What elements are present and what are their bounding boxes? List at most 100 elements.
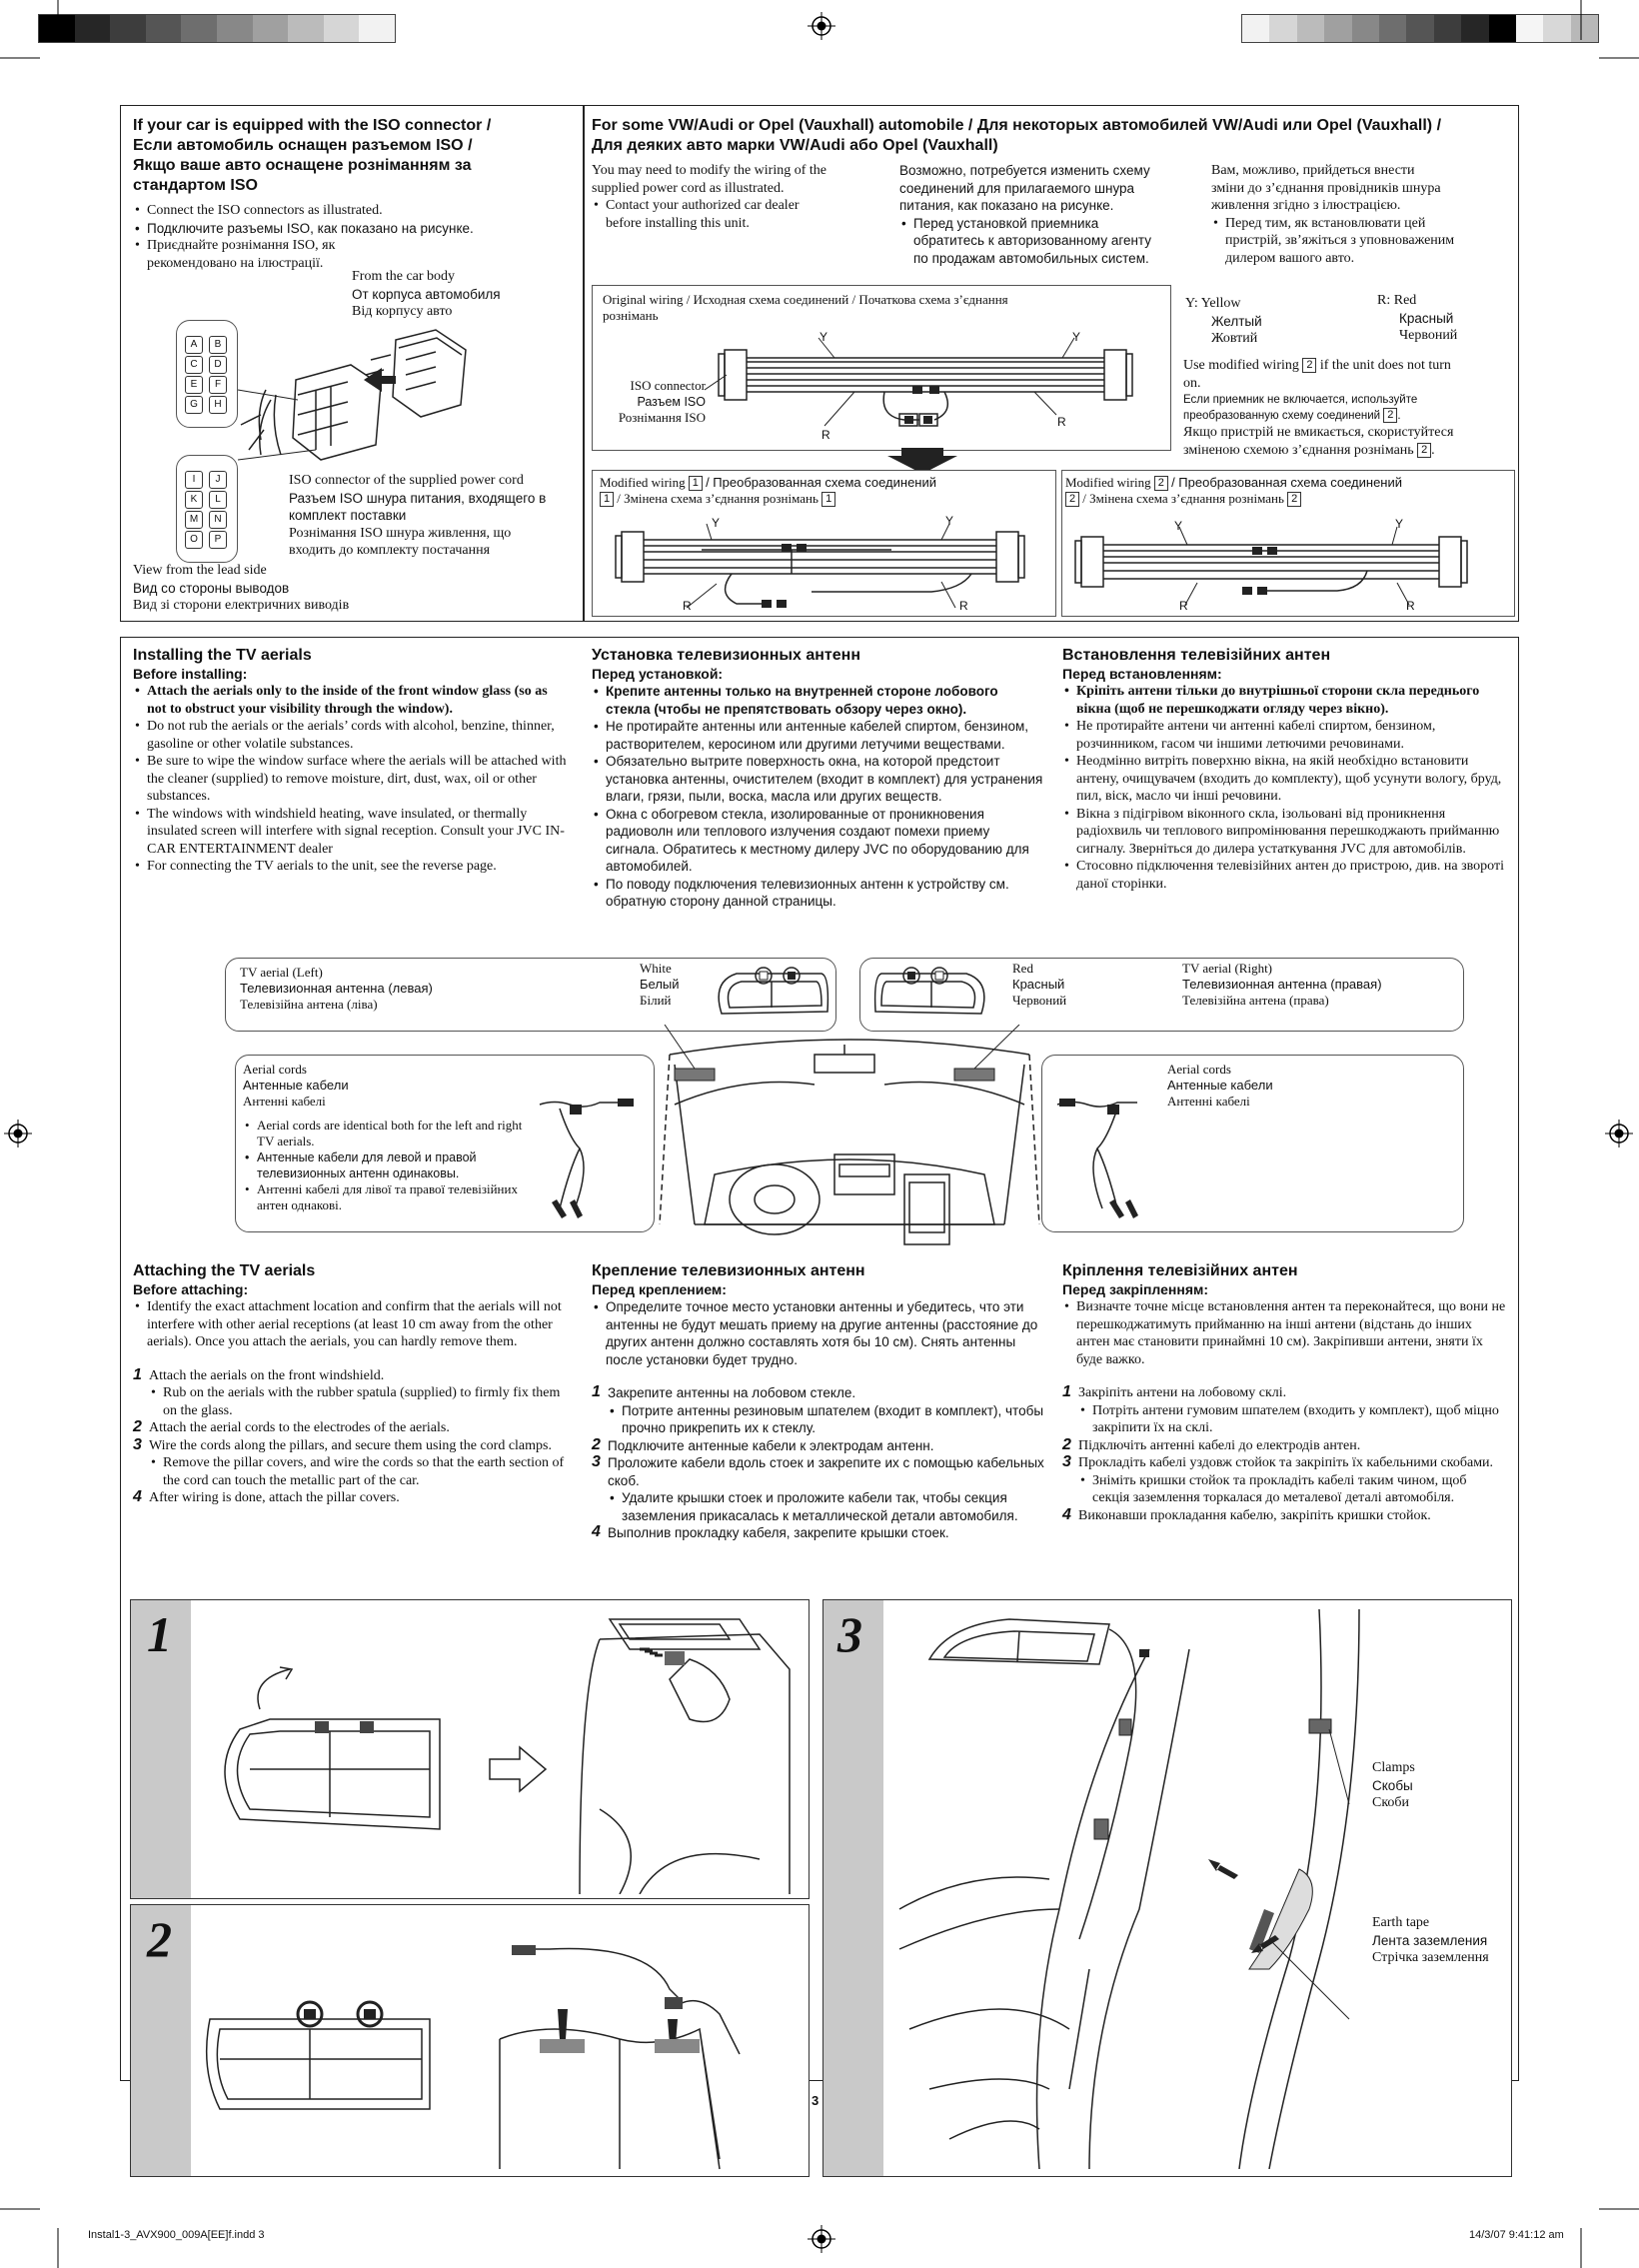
aerial-cords-right-label: Aerial cords Антенные кабели Антенні каб… [1167,1062,1273,1109]
top-section-frame [120,105,1519,622]
color-bar-right [1241,14,1599,43]
install-bullet: Неодмінно витріть поверхню вікна, на які… [1062,753,1507,806]
iso-pin: I [185,471,203,489]
color-bar-left-swatch [74,15,111,42]
tv-aerial-right-box [859,958,1464,1032]
modified-wiring-2-diagram [1074,526,1468,606]
install-bullet: Не протирайте антенны или антенные кабел… [592,718,1046,753]
figure-panel-1-tab [131,1600,191,1898]
install-bullet: Вікна з підігрівом віконного скла, ізоль… [1062,806,1507,859]
color-bar-right-swatch [1296,15,1325,42]
step-text: Выполнив прокладку кабеля, закрепите кры… [608,1525,949,1540]
step-text: Attach the aerial cords to the electrode… [149,1420,450,1435]
mod1-y-right: Y [945,514,954,528]
color-bar-right-swatch [1378,15,1407,42]
color-bar-left-swatch [359,15,395,42]
install-bullet: The windows with windshield heating, wav… [133,806,568,859]
modified-wiring-1-diagram [615,523,1025,609]
color-bar-left-swatch [145,15,182,42]
supplied-iso-label: ISO connector of the supplied power cord… [289,473,547,558]
aerial-cord-right-drawing [1056,1099,1138,1218]
step-subbullet: Удалите крышки стоек и проложите кабели … [592,1489,1046,1524]
vw-col-uk: Вам, можливо, прийдеться внести зміни до… [1211,162,1511,267]
iso-pin: B [209,336,227,354]
step-subbullet: Rub on the aerials with the rubber spatu… [133,1384,568,1419]
color-bar-right-swatch [1324,15,1352,42]
top-divider [583,105,585,622]
step-subbullet: Потріть антени гумовим шпателем (входить… [1062,1402,1507,1437]
iso-pin: N [209,511,227,529]
color-bar-right-swatch [1269,15,1297,42]
modified-wiring-1-label: Modified wiring 1 / Преобразованная схем… [600,475,937,507]
clamps-label: Clamps Скобы Скоби [1372,1760,1415,1810]
figure-2-illustration [205,1945,741,2170]
color-bar-left-swatch [181,15,217,42]
iso-bullets: Connect the ISO connectors as illustrate… [133,202,573,272]
aerial-cords-left-label: Aerial cords Антенные кабели Антенні каб… [243,1062,349,1109]
step-text: Wire the cords along the pillars, and se… [149,1437,552,1453]
step-number: 2 [592,1435,601,1453]
figure-1-illustration [224,1618,791,1894]
iso-pin: A [185,336,203,354]
color-bar-left-swatch [252,15,289,42]
tv-aerial-left-label: TV aerial (Left) Телевизионная антенна (… [240,965,433,1012]
color-bar-left [38,14,396,43]
color-bar-left-swatch [216,15,253,42]
orig-y-right: Y [1072,330,1081,344]
step-number: 1 [1062,1383,1071,1400]
mod1-r-right: R [959,599,968,613]
modified-wiring-2-label: Modified wiring 2 / Преобразованная схем… [1065,475,1403,507]
attach-col-ru: Крепление телевизионных антенн Перед кре… [592,1261,1046,1542]
iso-pin: D [209,356,227,374]
step-text: Підключіть антенні кабелі до електродів … [1078,1437,1361,1453]
install-col-uk: Встановлення телевізійних антен Перед вс… [1062,646,1507,893]
red-label: Red Красный Червоний [1012,961,1067,1008]
install-bullet-bold: Кріпіть антени тільки до внутрішньої сто… [1062,683,1507,718]
tv-aerial-right-label: TV aerial (Right) Телевизионная антенна … [1182,961,1382,1008]
figure-panel-2-tab [131,1905,191,2176]
color-bar-right-swatch [1433,15,1462,42]
right-aerial-icon [873,967,985,1015]
orig-y-left: Y [820,330,828,344]
step-text: Виконавши прокладання кабелю, закріпіть … [1078,1507,1431,1523]
orig-r-left: R [821,428,830,442]
step-number: 4 [592,1523,601,1540]
color-bar-right-swatch [1543,15,1571,42]
iso-pin: G [185,396,203,414]
install-bullet: For connecting the TV aerials to the uni… [133,858,568,876]
install-bullet: Do not rub the aerials or the aerials’ c… [133,718,568,753]
step-subbullet: Зніміть кришки стойок та прокладіть кабе… [1062,1472,1507,1507]
attach-col-en: Attaching the TV aerials Before attachin… [133,1261,568,1507]
registration-mark-top [808,12,835,40]
install-bullet-bold: Attach the aerials only to the inside of… [133,683,568,718]
iso-pin: P [209,531,227,549]
install-bullet: Be sure to wipe the window surface where… [133,753,568,806]
original-wiring-label: Original wiring / Исходная схема соедине… [603,292,1008,323]
install-bullet: По поводу подключения телевизионных анте… [592,876,1046,911]
aerial-cords-note: Aerial cords are identical both for the … [243,1118,533,1213]
step-text: Закріпіть антени на лобовому склі. [1078,1385,1287,1400]
step-text: After wiring is done, attach the pillar … [149,1490,400,1505]
registration-mark-bottom [808,2225,835,2253]
earth-tape-label: Earth tape Лента заземления Стрічка зазе… [1372,1915,1489,1965]
color-bar-right-swatch [1515,15,1544,42]
attach-step: 1 Закріпіть антени на лобовому склі. [1062,1383,1507,1402]
step-number: 3 [1062,1453,1071,1470]
step-text: Подключите антенные кабели к электродам … [608,1437,934,1453]
iso-pin: M [185,511,203,529]
iso-pin: J [209,471,227,489]
color-bar-right-swatch [1242,15,1270,42]
step-number: 2 [1062,1435,1071,1453]
mod2-r-right: R [1406,599,1415,613]
attach-step: 2 Подключите антенные кабели к электродам… [592,1435,1046,1455]
color-bar-right-swatch [1488,15,1516,42]
figure-panel-3 [822,1599,1512,2177]
